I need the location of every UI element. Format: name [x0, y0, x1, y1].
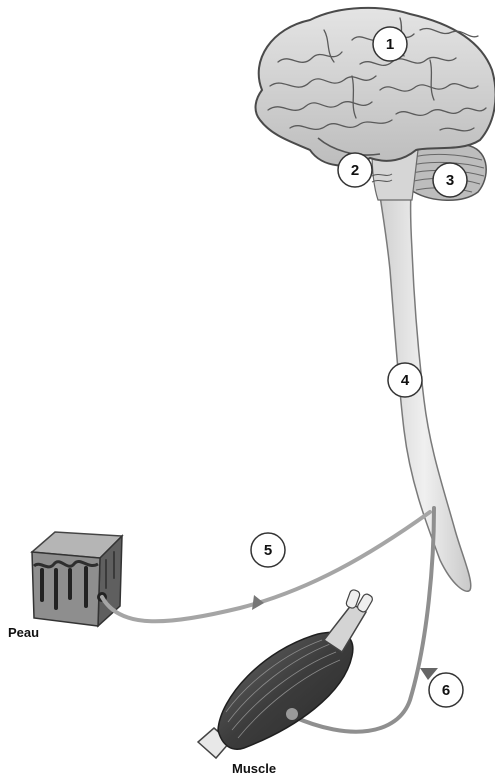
marker-label: 3: [446, 172, 454, 189]
marker-4: 4: [388, 363, 422, 397]
marker-label: 2: [351, 162, 359, 179]
afferent-arrow-icon: [252, 595, 264, 610]
marker-label: 1: [386, 36, 394, 53]
marker-3: 3: [433, 163, 467, 197]
marker-label: 4: [401, 372, 410, 389]
skin-label: Peau: [8, 625, 39, 640]
skin-block-illustration: [32, 532, 122, 626]
marker-2: 2: [338, 153, 372, 187]
marker-label: 6: [442, 682, 450, 699]
marker-5: 5: [251, 533, 285, 567]
muscle-label: Muscle: [232, 761, 276, 776]
marker-label: 5: [264, 542, 272, 559]
marker-6: 6: [429, 673, 463, 707]
marker-1: 1: [373, 27, 407, 61]
